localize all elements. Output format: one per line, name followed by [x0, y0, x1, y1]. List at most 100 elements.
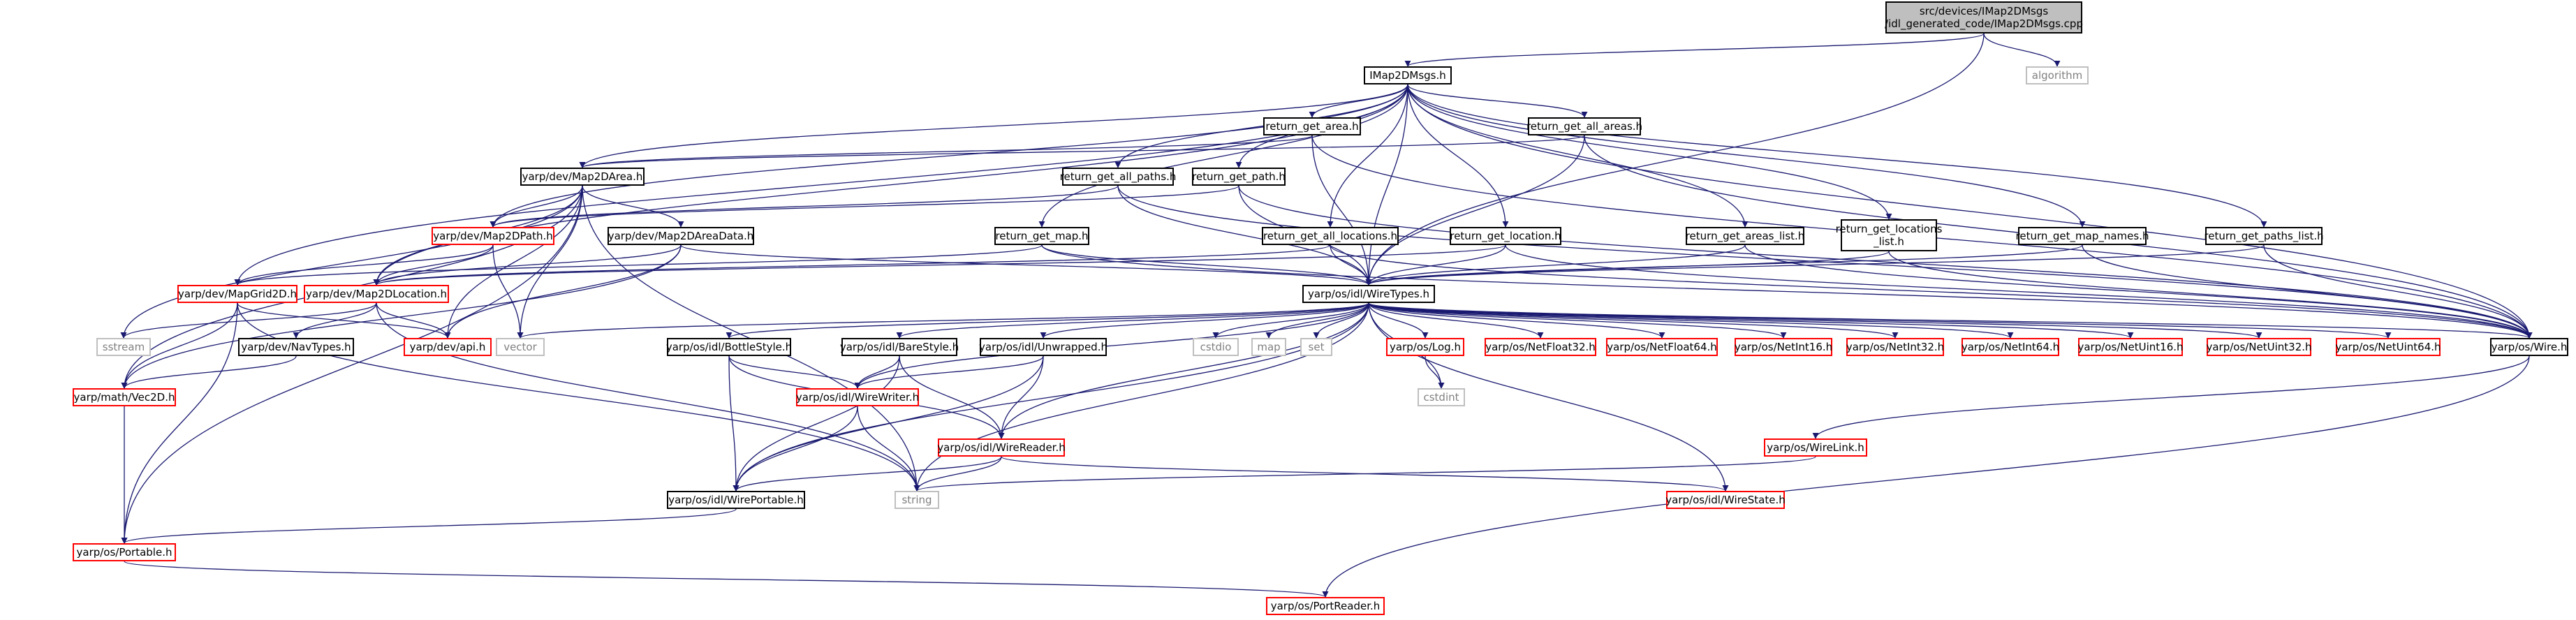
node-map2dlocation-h[interactable]: yarp/dev/Map2DLocation.h — [304, 285, 449, 303]
edge-return_get_map_names_h-to-wire_h — [2082, 244, 2533, 339]
node-vec2d-h[interactable]: yarp/math/Vec2D.h — [73, 388, 176, 406]
edge-return_get_all_locations_h-to-map2dlocation_h — [373, 244, 1331, 286]
node-map2darea-h[interactable]: yarp/dev/Map2DArea.h — [520, 168, 645, 186]
edge-imap2dmsgs_h-to-return_get_area_h — [1309, 84, 1408, 118]
edge-return_get_all_paths_h-to-map2dpath_h — [490, 185, 1119, 228]
edge-map2dareadata_h-to-vec2d_h — [121, 244, 682, 389]
node-return-get-map-h[interactable]: return_get_map.h — [994, 227, 1089, 245]
edge-return_get_map_h-to-wiretypes_h — [1041, 244, 1372, 286]
edge-barestyle_h-to-wirereader_h — [899, 355, 1005, 439]
node-navtypes-h[interactable]: yarp/dev/NavTypes.h — [238, 338, 354, 356]
node-return-get-paths-list-h[interactable]: return_get_paths_list.h — [2204, 227, 2324, 245]
edge-imap2dmsgs_h-to-return_get_paths_list_h — [1407, 84, 2267, 228]
edge-wiretypes_h-to-log_h — [1368, 302, 1429, 339]
node-return-get-location-h[interactable]: return_get_location.h — [1450, 227, 1561, 245]
edge-return_get_all_paths_h-to-wiretypes_h — [1117, 185, 1372, 286]
edge-imap2dmsgs_h-to-map2dpath_h — [490, 84, 1408, 228]
node-netuint32-h[interactable]: yarp/os/NetUint32.h — [2206, 338, 2312, 356]
node-barestyle-h[interactable]: yarp/os/idl/BareStyle.h — [840, 338, 959, 356]
node-netint16-h[interactable]: yarp/os/NetInt16.h — [1735, 338, 1832, 356]
edge-wirewriter_h-to-string — [857, 406, 920, 492]
edge-unwrapped_h-to-wireportable_h — [733, 355, 1044, 492]
node-wirewriter-h[interactable]: yarp/os/idl/WireWriter.h — [796, 388, 919, 406]
node-wirelink-h[interactable]: yarp/os/WireLink.h — [1764, 438, 1867, 457]
edge-wiretypes_h-to-wirewriter_h — [854, 302, 1369, 389]
node-return-get-all-paths-h[interactable]: return_get_all_paths.h — [1060, 168, 1176, 186]
node-set: set — [1300, 338, 1332, 356]
node-return-get-area-h[interactable]: return_get_area.h — [1263, 117, 1361, 135]
edge-return_get_path_h-to-map2dpath_h — [490, 185, 1239, 228]
node-mapgrid2d-h[interactable]: yarp/dev/MapGrid2D.h — [177, 285, 297, 303]
edge-return_get_locations_list_h-to-wire_h — [1888, 251, 2533, 339]
edge-return_get_all_locations_h-to-wire_h — [1330, 244, 2533, 339]
edge-wirewriter_h-to-wireportable_h — [733, 406, 858, 492]
node-cstdio: cstdio — [1193, 338, 1239, 356]
node-map2dpath-h[interactable]: yarp/dev/Map2DPath.h — [432, 227, 554, 245]
edge-wiretypes_h-to-netint32_h — [1368, 302, 1899, 339]
edge-imap2dmsgs_h-to-return_get_all_areas_h — [1407, 84, 1588, 118]
node-netint64-h[interactable]: yarp/os/NetInt64.h — [1962, 338, 2059, 356]
node-return-get-locations-list-h[interactable]: return_get_locations _list.h — [1836, 219, 1942, 251]
node-return-get-all-areas-h[interactable]: return_get_all_areas.h — [1526, 117, 1642, 135]
edge-return_get_map_h-to-mapgrid2d_h — [234, 244, 1043, 286]
edge-return_get_areas_list_h-to-wiretypes_h — [1365, 244, 1746, 286]
edge-wire_h-to-portreader_h — [1322, 355, 2530, 598]
node-vector: vector — [496, 338, 545, 356]
edge-log_h-to-cstdint — [1425, 355, 1445, 389]
node-portreader-h[interactable]: yarp/os/PortReader.h — [1266, 597, 1385, 615]
edge-map2dareadata_h-to-wiretypes_h — [680, 244, 1372, 286]
edge-return_get_path_h-to-wire_h — [1238, 185, 2533, 339]
edge-map2darea_h-to-map2dpath_h — [490, 185, 583, 228]
node-wiretypes-h[interactable]: yarp/os/idl/WireTypes.h — [1302, 285, 1435, 303]
node-return-get-areas-list-h[interactable]: return_get_areas_list.h — [1686, 227, 1804, 245]
node-imap2dmsgs-h[interactable]: IMap2DMsgs.h — [1364, 66, 1452, 84]
node-return-get-path-h[interactable]: return_get_path.h — [1192, 168, 1286, 186]
edge-imap2dmsgs_h-to-return_get_all_locations_h — [1327, 84, 1408, 228]
edge-map2dpath_h-to-map2dlocation_h — [373, 244, 494, 286]
edge-map2dareadata_h-to-api_h — [444, 244, 682, 339]
node-bottlestyle-h[interactable]: yarp/os/idl/BottleStyle.h — [666, 338, 792, 356]
edge-imap2dmsgs_h-to-wiretypes_h — [1365, 84, 1408, 286]
edge-navtypes_h-to-vec2d_h — [121, 355, 297, 389]
edge-wiretypes_h-to-set — [1313, 302, 1369, 339]
edge-imap2dmsgs_h-to-return_get_locations_list_h — [1407, 84, 1892, 220]
edge-map2dlocation_h-to-navtypes_h — [293, 302, 377, 339]
node-return-get-all-locations-h[interactable]: return_get_all_locations.h — [1262, 227, 1399, 245]
node-wirereader-h[interactable]: yarp/os/idl/WireReader.h — [937, 438, 1066, 457]
node-netfloat64-h[interactable]: yarp/os/NetFloat64.h — [1606, 338, 1718, 356]
edge-wireportable_h-to-portable_h — [121, 508, 737, 544]
node-wire-h[interactable]: yarp/os/Wire.h — [2490, 338, 2568, 356]
edge-wire_h-to-wirelink_h — [1812, 355, 2530, 439]
node-netuint16-h[interactable]: yarp/os/NetUint16.h — [2077, 338, 2184, 356]
node-netuint64-h[interactable]: yarp/os/NetUint64.h — [2335, 338, 2441, 356]
edge-imap2dmsgs_h-to-wire_h — [1407, 84, 2533, 339]
edge-wirereader_h-to-string — [913, 456, 1002, 492]
node-netfloat32-h[interactable]: yarp/os/NetFloat32.h — [1485, 338, 1596, 356]
edge-return_get_location_h-to-wire_h — [1505, 244, 2533, 339]
node-map2dareadata-h[interactable]: yarp/dev/Map2DAreaData.h — [608, 227, 754, 245]
node-wirestate-h[interactable]: yarp/os/idl/WireState.h — [1665, 491, 1786, 509]
edge-unwrapped_h-to-wirewriter_h — [854, 355, 1044, 389]
edge-wiretypes_h-to-bottlestyle_h — [726, 302, 1369, 339]
node-api-h[interactable]: yarp/dev/api.h — [404, 338, 492, 356]
node-string: string — [895, 491, 939, 509]
node-log-h[interactable]: yarp/os/Log.h — [1386, 338, 1464, 356]
edge-return_get_areas_list_h-to-wire_h — [1744, 244, 2533, 339]
edge-root-to-algorithm — [1983, 33, 2061, 67]
node-netint32-h[interactable]: yarp/os/NetInt32.h — [1846, 338, 1944, 356]
edge-map2dlocation_h-to-api_h — [376, 302, 451, 339]
node-return-get-map-names-h[interactable]: return_get_map_names.h — [2016, 227, 2149, 245]
edge-wiretypes_h-to-netuint32_h — [1368, 302, 2262, 339]
edge-portable_h-to-portreader_h — [124, 561, 1328, 598]
edge-imap2dmsgs_h-to-return_get_map_h — [1038, 84, 1408, 228]
edge-bottlestyle_h-to-wirewriter_h — [728, 355, 861, 389]
edge-wiretypes_h-to-barestyle_h — [896, 302, 1369, 339]
node-wireportable-h[interactable]: yarp/os/idl/WirePortable.h — [667, 491, 805, 509]
node-portable-h[interactable]: yarp/os/Portable.h — [73, 543, 176, 561]
edge-wirelink_h-to-string — [913, 456, 1816, 492]
edge-mapgrid2d_h-to-api_h — [237, 302, 451, 339]
edge-wiretypes_h-to-netuint16_h — [1368, 302, 2134, 339]
edge-barestyle_h-to-wireportable_h — [733, 355, 900, 492]
node-unwrapped-h[interactable]: yarp/os/idl/Unwrapped.h — [979, 338, 1107, 356]
edge-return_get_paths_list_h-to-wiretypes_h — [1365, 244, 2265, 286]
